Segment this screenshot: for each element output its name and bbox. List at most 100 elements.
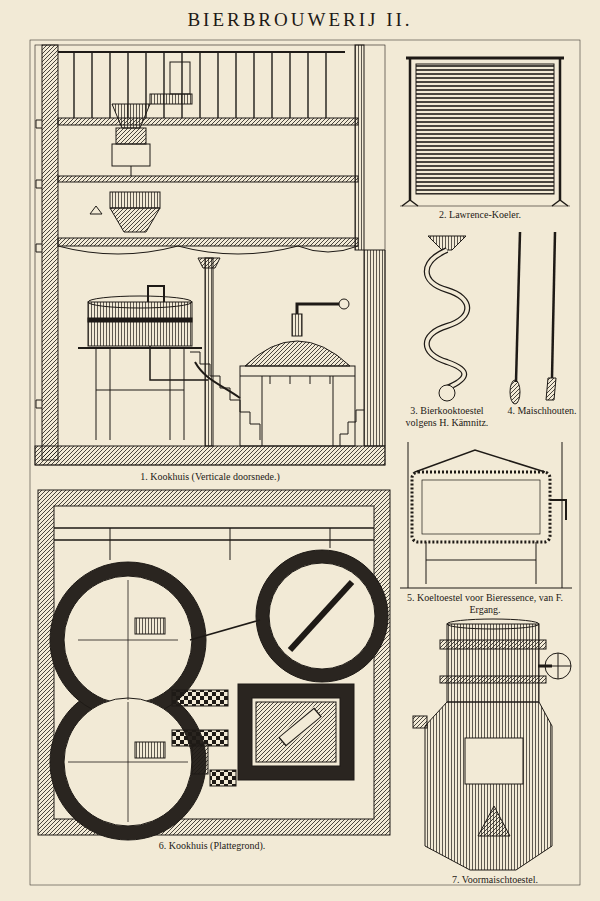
brewhouse-section-part: [58, 118, 358, 125]
brewhouse-section-part: [110, 192, 160, 208]
brewhouse-plan: [38, 490, 390, 840]
brewhouse-section-part: [58, 52, 340, 118]
figure-caption: 5. Koeltoestel voor Bieressence, van F. …: [400, 592, 570, 616]
figure-caption: 6. Kookhuis (Plattegrond).: [107, 840, 317, 852]
brewhouse-section-part: [58, 176, 358, 182]
essence-cooler-part: [415, 450, 545, 472]
brewhouse-plan-part: [282, 712, 318, 742]
brewhouse-section-part: [364, 250, 385, 446]
brewhouse-section-part: [150, 94, 192, 104]
brewhouse-section-part: [270, 376, 330, 384]
lawrence-cooler-part: [416, 64, 554, 194]
brewhouse-section-part: [36, 120, 42, 408]
brewhouse-section-part: [110, 208, 160, 232]
brewhouse-section-part: [170, 62, 190, 94]
lawrence-cooler-part: [559, 58, 562, 200]
essence-cooler: [400, 442, 572, 588]
figure-caption: 2. Lawrence-Koeler.: [410, 209, 550, 221]
mash-paddles-part: [546, 378, 556, 400]
brewhouse-section-part: [150, 346, 208, 380]
brewhouse-section-part: [88, 302, 192, 346]
art-layer: [30, 40, 580, 885]
pre-masher-part: [440, 676, 546, 683]
mash-paddles-part: [552, 232, 555, 378]
brewhouse-section-part: [198, 258, 220, 268]
wort-boiler-coil-part: [439, 385, 455, 401]
brewhouse-section-part: [240, 366, 355, 446]
brewhouse-section-part: [42, 45, 58, 460]
essence-cooler-part: [422, 480, 540, 534]
brewhouse-plan-part: [282, 712, 318, 742]
brewhouse-plan-part: [256, 550, 388, 682]
brewhouse-section-part: [96, 348, 184, 440]
plate-frame-part: [30, 40, 580, 885]
pre-masher: [413, 619, 571, 870]
brewhouse-plan-part: [238, 684, 354, 780]
essence-cooler-part: [412, 472, 550, 542]
brewhouse-plan-part: [172, 690, 228, 706]
brewhouse-section-part: [131, 166, 132, 176]
pre-masher-part: [440, 640, 546, 649]
lawrence-cooler-part: [406, 57, 564, 60]
brewhouse-section-part: [245, 341, 350, 366]
brewhouse-plan-part: [68, 580, 188, 822]
pre-masher-part: [465, 738, 523, 784]
mash-paddles: [510, 232, 556, 404]
brewhouse-section-part: [35, 446, 385, 465]
figure-caption: 7. Voormaischtoestel.: [415, 874, 575, 886]
brewhouse-plan-part: [135, 742, 165, 758]
essence-cooler-part: [408, 442, 562, 588]
pre-masher-part: [478, 806, 510, 836]
brewhouse-section-part: [148, 286, 164, 302]
brewhouse-section-part: [205, 258, 213, 446]
brewhouse-plan-part: [269, 563, 375, 669]
brewhouse-section-part: [292, 314, 302, 336]
wort-boiler-coil-part: [427, 250, 468, 388]
wort-boiler-coil-part: [428, 236, 466, 250]
brewhouse-section-part: [78, 347, 202, 349]
brewhouse-plan-part: [135, 618, 165, 634]
brewhouse-plan-part: [38, 490, 390, 835]
plate-frame: [30, 40, 580, 885]
brewhouse-section-part: [112, 104, 150, 128]
brewhouse-section-part: [297, 304, 340, 314]
wort-boiler-coil-part: [427, 250, 468, 388]
pre-masher-part: [447, 624, 539, 702]
figure-caption: 3. Bierkooktoestel volgens H. Kämnitz.: [399, 405, 495, 429]
brewhouse-plan-part: [283, 713, 317, 741]
brewhouse-plan-part: [54, 528, 374, 540]
brewhouse-plan-part: [210, 770, 236, 786]
pre-masher-part: [413, 716, 427, 728]
brewhouse-section-part: [240, 376, 355, 446]
pre-masher-part: [545, 653, 571, 679]
mash-paddles-part: [510, 380, 520, 404]
essence-cooler-part: [400, 587, 572, 588]
brewhouse-plan-part: [290, 582, 352, 650]
brewhouse-plan-part: [256, 702, 336, 762]
brewhouse-plan-part: [190, 620, 260, 640]
brewhouse-section-part: [116, 128, 146, 144]
brewhouse-plan-part: [252, 698, 340, 766]
brewhouse-section-part: [340, 410, 364, 446]
brewhouse-section-part: [339, 299, 349, 309]
wort-boiler-coil: [427, 236, 468, 401]
brewhouse-section: [35, 45, 385, 465]
lawrence-cooler-part: [400, 206, 570, 207]
brewhouse-section-part: [35, 45, 385, 465]
brewhouse-section-part: [58, 246, 358, 254]
figure-caption: 1. Kookhuis (Verticale doorsnede.): [80, 471, 340, 483]
pre-masher-part: [545, 653, 571, 679]
lawrence-cooler-part: [402, 200, 568, 206]
essence-cooler-part: [550, 500, 566, 520]
brewhouse-section-part: [112, 144, 150, 166]
brewhouse-section-part: [90, 206, 102, 214]
figure-caption: 4. Maischhouten.: [500, 405, 584, 417]
lawrence-cooler-part: [409, 58, 412, 200]
pre-masher-part: [425, 702, 552, 870]
brewhouse-section-part: [58, 238, 358, 246]
brewhouse-section-part: [355, 45, 364, 250]
lawrence-cooler: [400, 58, 570, 206]
plate-title: BIERBROUWERIJ II.: [100, 9, 500, 32]
